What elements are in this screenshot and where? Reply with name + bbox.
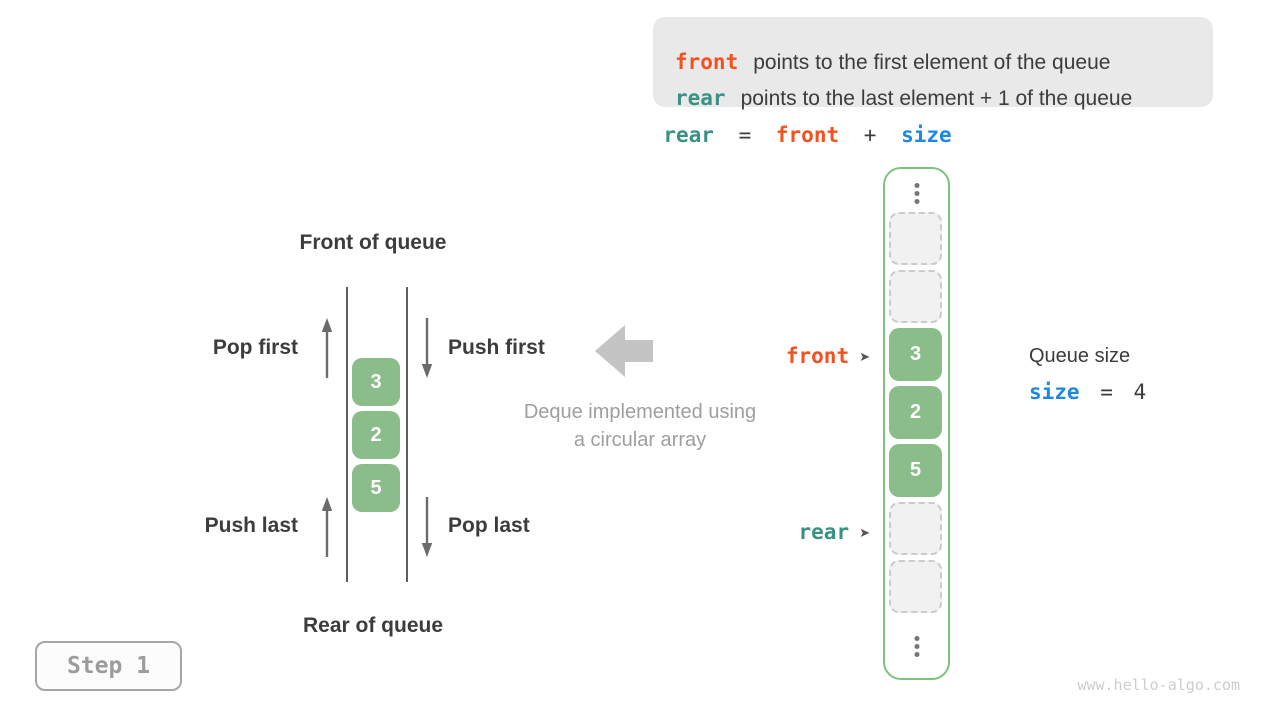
queue-size-equation: size = 4 xyxy=(1029,380,1154,404)
pointer-arrow-icon: ➤ xyxy=(859,526,870,541)
rear-of-queue-label: Rear of queue xyxy=(302,614,444,637)
queue-channel-right-wall xyxy=(406,287,408,582)
front-keyword: front xyxy=(675,50,739,74)
rear-keyword: rear xyxy=(675,86,726,110)
deque-cell: 5 xyxy=(352,464,400,512)
front-definition-line: front points to the first element of the … xyxy=(675,50,1110,75)
pop-last-label: Pop last xyxy=(448,514,530,537)
watermark: www.hello-algo.com xyxy=(1077,676,1240,694)
push-first-label: Push first xyxy=(448,336,545,359)
array-cell-empty xyxy=(889,212,942,265)
queue-channel-left-wall xyxy=(346,287,348,582)
front-pointer-label: front xyxy=(785,344,850,368)
pointer-definitions-box: front points to the first element of the … xyxy=(653,17,1213,110)
formula-front: front xyxy=(775,123,840,147)
deque-cell: 2 xyxy=(352,411,400,459)
ellipsis-top-icon xyxy=(914,183,919,204)
array-cell: 5 xyxy=(889,444,942,497)
pop-first-up-arrow-icon xyxy=(321,318,333,378)
array-cell-empty xyxy=(889,502,942,555)
front-of-queue-label: Front of queue xyxy=(299,231,447,254)
formula-plus: + xyxy=(863,123,877,147)
queue-size-label: Queue size xyxy=(1029,345,1131,367)
step-badge: Step 1 xyxy=(35,641,182,691)
size-variable: size xyxy=(1029,380,1080,404)
circular-array-panel: 3 2 5 xyxy=(883,167,950,680)
pop-first-label: Pop first xyxy=(212,336,298,359)
rear-definition-line: rear points to the last element + 1 of th… xyxy=(675,86,1132,111)
formula-equals: = xyxy=(738,123,752,147)
front-pointer: front ➤ xyxy=(700,344,870,368)
rear-pointer: rear ➤ xyxy=(700,520,870,544)
ellipsis-bottom-icon xyxy=(914,636,919,657)
array-cell-empty xyxy=(889,560,942,613)
size-equals: = xyxy=(1100,380,1113,404)
formula-rear: rear xyxy=(663,123,714,147)
caption-line2: a circular array xyxy=(573,429,707,451)
rear-definition-text: points to the last element + 1 of the qu… xyxy=(740,87,1133,110)
array-cell: 3 xyxy=(889,328,942,381)
push-last-up-arrow-icon xyxy=(321,497,333,557)
deque-cell: 3 xyxy=(352,358,400,406)
pointer-arrow-icon: ➤ xyxy=(859,350,870,365)
formula-size: size xyxy=(901,123,952,147)
array-cell-empty xyxy=(889,270,942,323)
rear-formula: rear = front + size xyxy=(600,123,1015,147)
size-value: 4 xyxy=(1133,380,1147,404)
caption-line1: Deque implemented using xyxy=(523,401,757,423)
rear-pointer-label: rear xyxy=(798,520,850,544)
left-pointing-arrow-icon xyxy=(595,325,653,377)
array-cell: 2 xyxy=(889,386,942,439)
pop-last-down-arrow-icon xyxy=(421,497,433,557)
push-first-down-arrow-icon xyxy=(421,318,433,378)
push-last-label: Push last xyxy=(204,514,298,537)
front-definition-text: points to the first element of the queue xyxy=(753,51,1111,74)
